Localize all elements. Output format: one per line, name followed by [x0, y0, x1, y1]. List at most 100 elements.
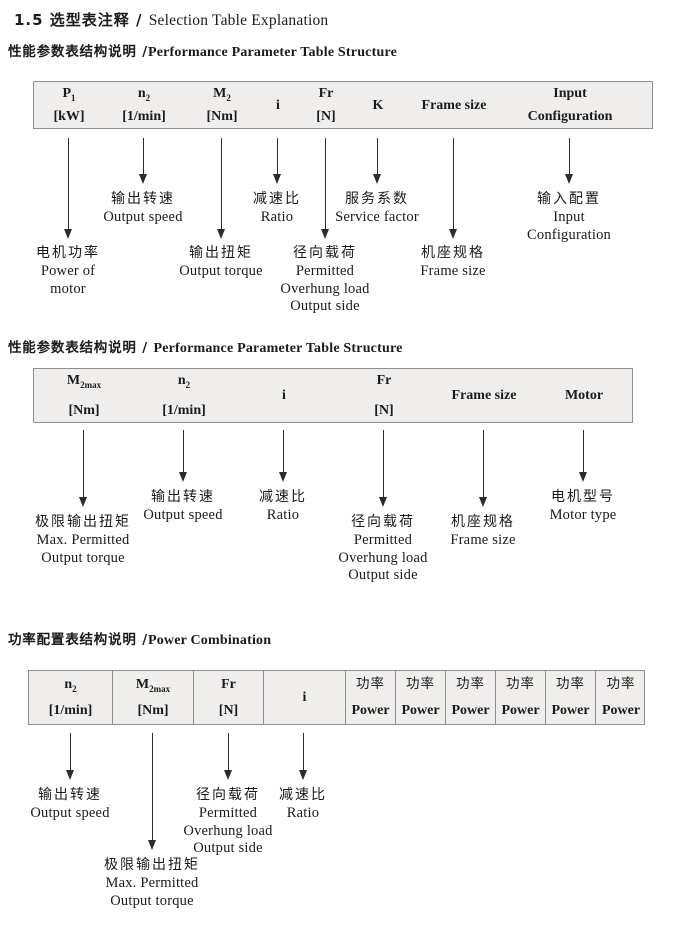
table-column-header: Fr[N] — [309, 369, 459, 422]
annotation-label-zh: 输出扭矩 — [189, 245, 253, 261]
header-line-1: Fr — [376, 373, 392, 388]
arrow-down-line — [183, 430, 184, 473]
annotation-label-zh: 输出转速 — [38, 787, 102, 803]
annotation-label-en: Output torque — [41, 549, 125, 566]
header-subscript: 2max — [80, 379, 102, 390]
annotation-label-en: Overhung load — [183, 822, 273, 839]
annotation-label-en: Frame size — [420, 263, 486, 279]
annotation-label-zh: 电机功率 — [36, 245, 100, 261]
table-column-header: i — [264, 671, 346, 724]
header-line-2: [kW] — [53, 109, 85, 125]
annotation-label-en: Output speed — [30, 805, 110, 821]
arrow-down-head-icon — [273, 174, 281, 184]
header-line-1: M2max — [135, 676, 171, 694]
header-line-2: Configuration — [527, 109, 613, 124]
table-column-header: M2max[Nm] — [113, 671, 194, 724]
arrow-down-head-icon — [449, 229, 457, 239]
annotation-label-en: Max. Permitted — [105, 875, 199, 891]
header-line-1: n2 — [177, 372, 191, 390]
arrow-down-head-icon — [139, 174, 147, 184]
annotation-label: 减速比 Ratio — [208, 488, 358, 525]
arrow-down-line — [83, 430, 84, 498]
annotation-label-en: Output speed — [143, 507, 223, 523]
annotation-label-en: Output torque — [179, 263, 263, 279]
annotation-label-en: Output side — [193, 840, 263, 856]
table-column-header: M2max[Nm] — [9, 369, 159, 422]
section-heading-power-combination: 功率配置表结构说明 /Power Combination — [8, 628, 271, 649]
arrow-down-line — [569, 138, 570, 175]
arrow-down-line — [453, 138, 454, 230]
annotation-label-zh: 减速比 — [259, 489, 307, 505]
annotation-label-zh: 径向载荷 — [196, 787, 260, 803]
arrow-down-line — [70, 733, 71, 771]
annotation-label-zh: 输出转速 — [151, 489, 215, 505]
annotation-label-en: Service factor — [335, 209, 419, 225]
header-line-2: Power — [601, 703, 641, 718]
section-heading-performance-2: 性能参数表结构说明 / Performance Parameter Table … — [8, 336, 403, 357]
heading-en: Performance Parameter Table Structure — [147, 45, 398, 60]
annotation-label-zh: 极限输出扭矩 — [35, 514, 131, 530]
annotation-label-en: Output side — [290, 298, 360, 314]
annotation-label-en: Power of — [40, 263, 96, 279]
header-line-1: n2 — [64, 676, 77, 694]
heading-zh: 性能参数表结构说明 / — [8, 340, 154, 356]
table-column-header: K — [303, 82, 453, 128]
header-line-2: [Nm] — [206, 109, 238, 125]
annotation-label: 机座规格 Frame size — [378, 244, 528, 281]
arrow-down-line — [152, 733, 153, 841]
annotation-label-zh: 输出转速 — [111, 191, 175, 207]
header-line-2: [1/min] — [122, 109, 166, 125]
arrow-down-line — [277, 138, 278, 175]
page-title-zh: 1.5 选型表注释 / — [14, 11, 149, 29]
page-title: 1.5 选型表注释 / Selection Table Explanation — [14, 9, 328, 30]
header-line-2: Power — [451, 703, 490, 718]
header-line-2: [Nm] — [68, 403, 100, 419]
annotation-label-en: Output torque — [110, 892, 194, 909]
arrow-down-line — [283, 430, 284, 473]
table-column-header: M2[Nm] — [147, 82, 297, 128]
annotation-label-en: Output speed — [103, 209, 183, 225]
header-line-1: Fr — [221, 677, 236, 692]
header-subscript: 1 — [71, 92, 76, 103]
table-column-header: P1 [kW] — [0, 82, 144, 128]
annotation-label-en: Configuration — [527, 226, 611, 243]
annotation-label-zh: 减速比 — [253, 191, 301, 207]
annotation-label-zh: 电机型号 — [551, 489, 615, 505]
annotation-label: 电机型号 Motor type — [508, 488, 658, 525]
header-line-2: [1/min] — [162, 403, 206, 419]
arrow-down-line — [483, 430, 484, 498]
annotation-label-zh: 机座规格 — [421, 245, 485, 261]
header-line-1: 功率 — [356, 676, 385, 692]
arrow-down-head-icon — [279, 472, 287, 482]
page-title-en: Selection Table Explanation — [148, 12, 329, 29]
annotation-label-en: Permitted — [295, 263, 355, 279]
arrow-down-head-icon — [379, 497, 387, 507]
annotation-label-en: Motor type — [549, 507, 617, 523]
arrow-down-head-icon — [66, 770, 74, 780]
table-column-header: Motor — [509, 369, 659, 422]
arrow-down-head-icon — [373, 174, 381, 184]
arrow-down-head-icon — [64, 229, 72, 239]
annotation-label-en: Ratio — [266, 507, 300, 523]
annotation-label-zh: 输入配置 — [537, 191, 601, 207]
header-line-1: Frame size — [421, 97, 487, 113]
arrow-down-line — [68, 138, 69, 230]
header-line-1: P1 — [62, 85, 76, 103]
header-line-1: 功率 — [506, 676, 535, 692]
heading-en: Performance Parameter Table Structure — [153, 341, 403, 356]
heading-zh: 性能参数表结构说明 / — [8, 44, 148, 60]
table-column-header: Fr[N] — [251, 82, 401, 128]
annotation-label-zh: 径向载荷 — [351, 514, 415, 530]
annotation-label-en: motor — [50, 280, 86, 297]
